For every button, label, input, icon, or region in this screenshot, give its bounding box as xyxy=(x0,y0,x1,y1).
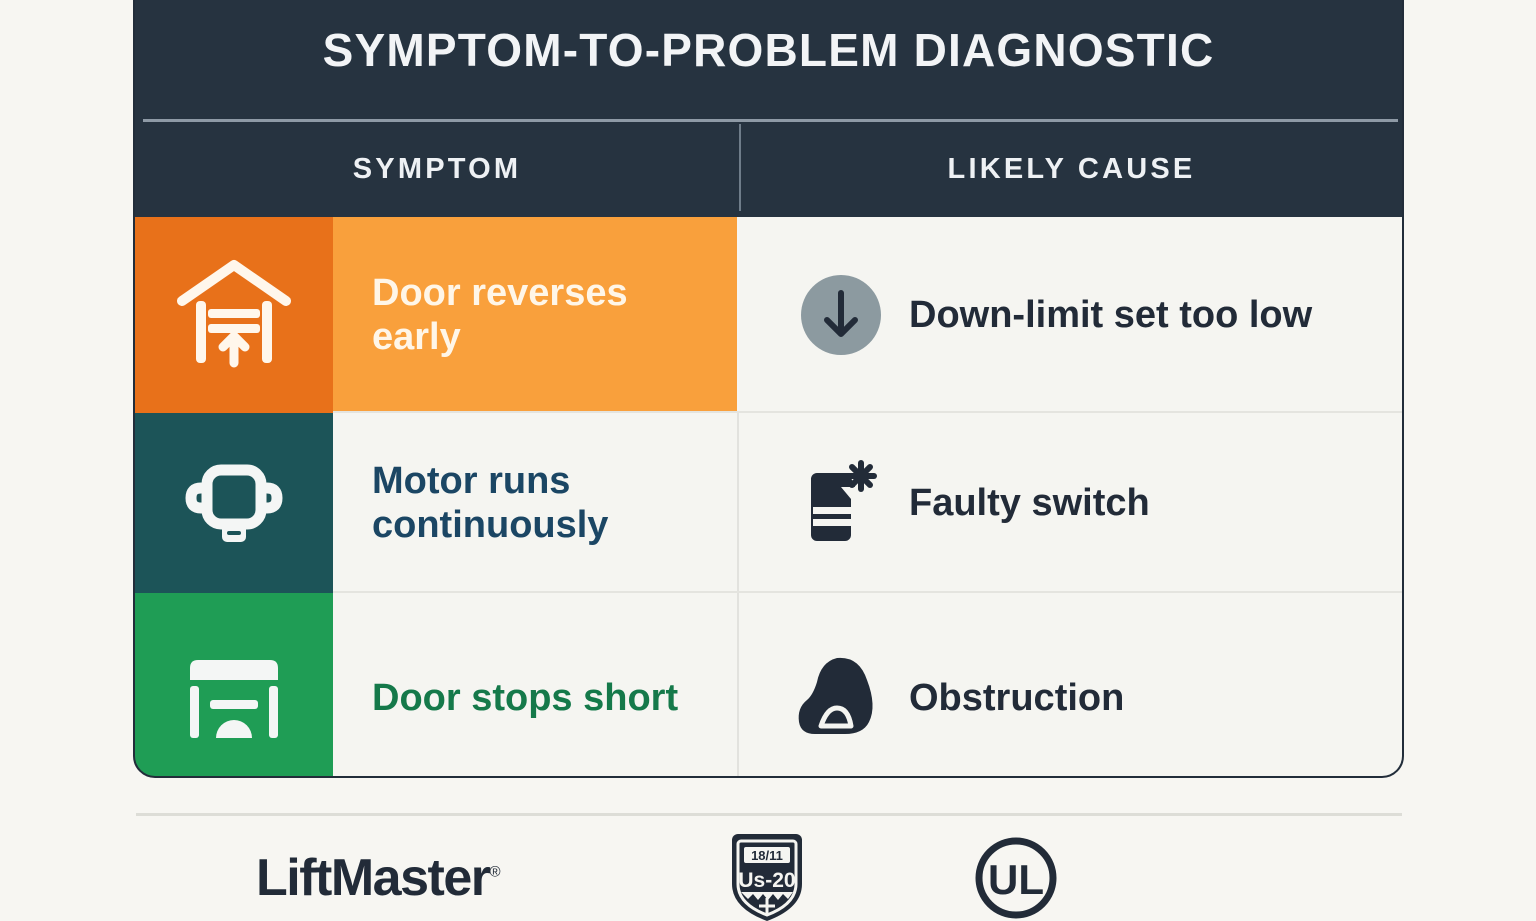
row-swatch-orange xyxy=(135,217,333,413)
column-header-divider xyxy=(739,124,741,211)
symptom-text: Door stops short xyxy=(372,676,679,719)
symptom-cell: Motor runs continuously xyxy=(333,413,739,593)
row-swatch-green xyxy=(135,593,333,776)
registered-trademark-symbol: ® xyxy=(489,863,500,881)
table-column-header: SYMPTOM LIKELY CAUSE xyxy=(135,122,1402,217)
garage-door-up-arrow-icon xyxy=(177,260,291,368)
symptom-text: Door reverses early xyxy=(372,271,628,358)
page-title: SYMPTOM-TO-PROBLEM DIAGNOSTIC xyxy=(322,23,1215,76)
motor-unit-icon xyxy=(185,464,283,542)
diagnostic-card: SYMPTOM-TO-PROBLEM DIAGNOSTIC SYMPTOM LI… xyxy=(133,0,1404,778)
table-row: Door reverses early Down-limit set too l… xyxy=(135,217,1402,413)
column-header-symptom: SYMPTOM xyxy=(352,153,522,185)
boulder-obstruction-icon xyxy=(798,657,873,734)
symptom-cell: Door reverses early xyxy=(333,217,739,413)
table-body: Door reverses early Down-limit set too l… xyxy=(135,217,1402,776)
footer-divider xyxy=(136,813,1402,816)
badge-main-label: Us-20 xyxy=(738,869,795,892)
cause-cell: Down-limit set too low xyxy=(739,217,1402,413)
footer-logos: LiftMaster® 18/11 Us-20 UL xyxy=(136,832,1402,921)
cause-icon-wrap xyxy=(797,652,893,744)
cause-text: Obstruction xyxy=(909,676,1125,719)
ul-325-shield-badge: 18/11 Us-20 xyxy=(724,834,810,921)
partially-open-door-icon xyxy=(190,660,278,738)
cause-text: Faulty switch xyxy=(909,481,1150,524)
cause-cell: Faulty switch xyxy=(739,413,1402,593)
liftmaster-logo: LiftMaster® xyxy=(256,848,500,908)
column-header-likely-cause: LIKELY CAUSE xyxy=(947,153,1196,185)
row-divider xyxy=(333,411,1402,413)
cause-text: Down-limit set too low xyxy=(909,293,1313,336)
ul-mark-label: UL xyxy=(988,856,1044,903)
symptom-cell: Door stops short xyxy=(333,593,739,776)
table-row: Motor runs continuously xyxy=(135,413,1402,593)
title-divider xyxy=(143,119,1398,122)
cause-icon-wrap xyxy=(797,271,893,359)
badge-top-label: 18/11 xyxy=(751,848,783,863)
down-arrow-circle-icon xyxy=(801,275,881,355)
cause-icon-wrap xyxy=(797,459,893,547)
table-row: Door stops short Obstruction xyxy=(135,593,1402,776)
row-divider xyxy=(333,591,1402,593)
cause-cell: Obstruction xyxy=(739,593,1402,776)
ul-certification-mark: UL xyxy=(974,836,1058,920)
card-title-band: SYMPTOM-TO-PROBLEM DIAGNOSTIC xyxy=(135,0,1402,119)
liftmaster-wordmark: LiftMaster xyxy=(256,849,491,907)
symptom-text: Motor runs continuously xyxy=(372,459,609,546)
switch-spark-icon xyxy=(811,460,877,541)
row-swatch-teal xyxy=(135,413,333,593)
